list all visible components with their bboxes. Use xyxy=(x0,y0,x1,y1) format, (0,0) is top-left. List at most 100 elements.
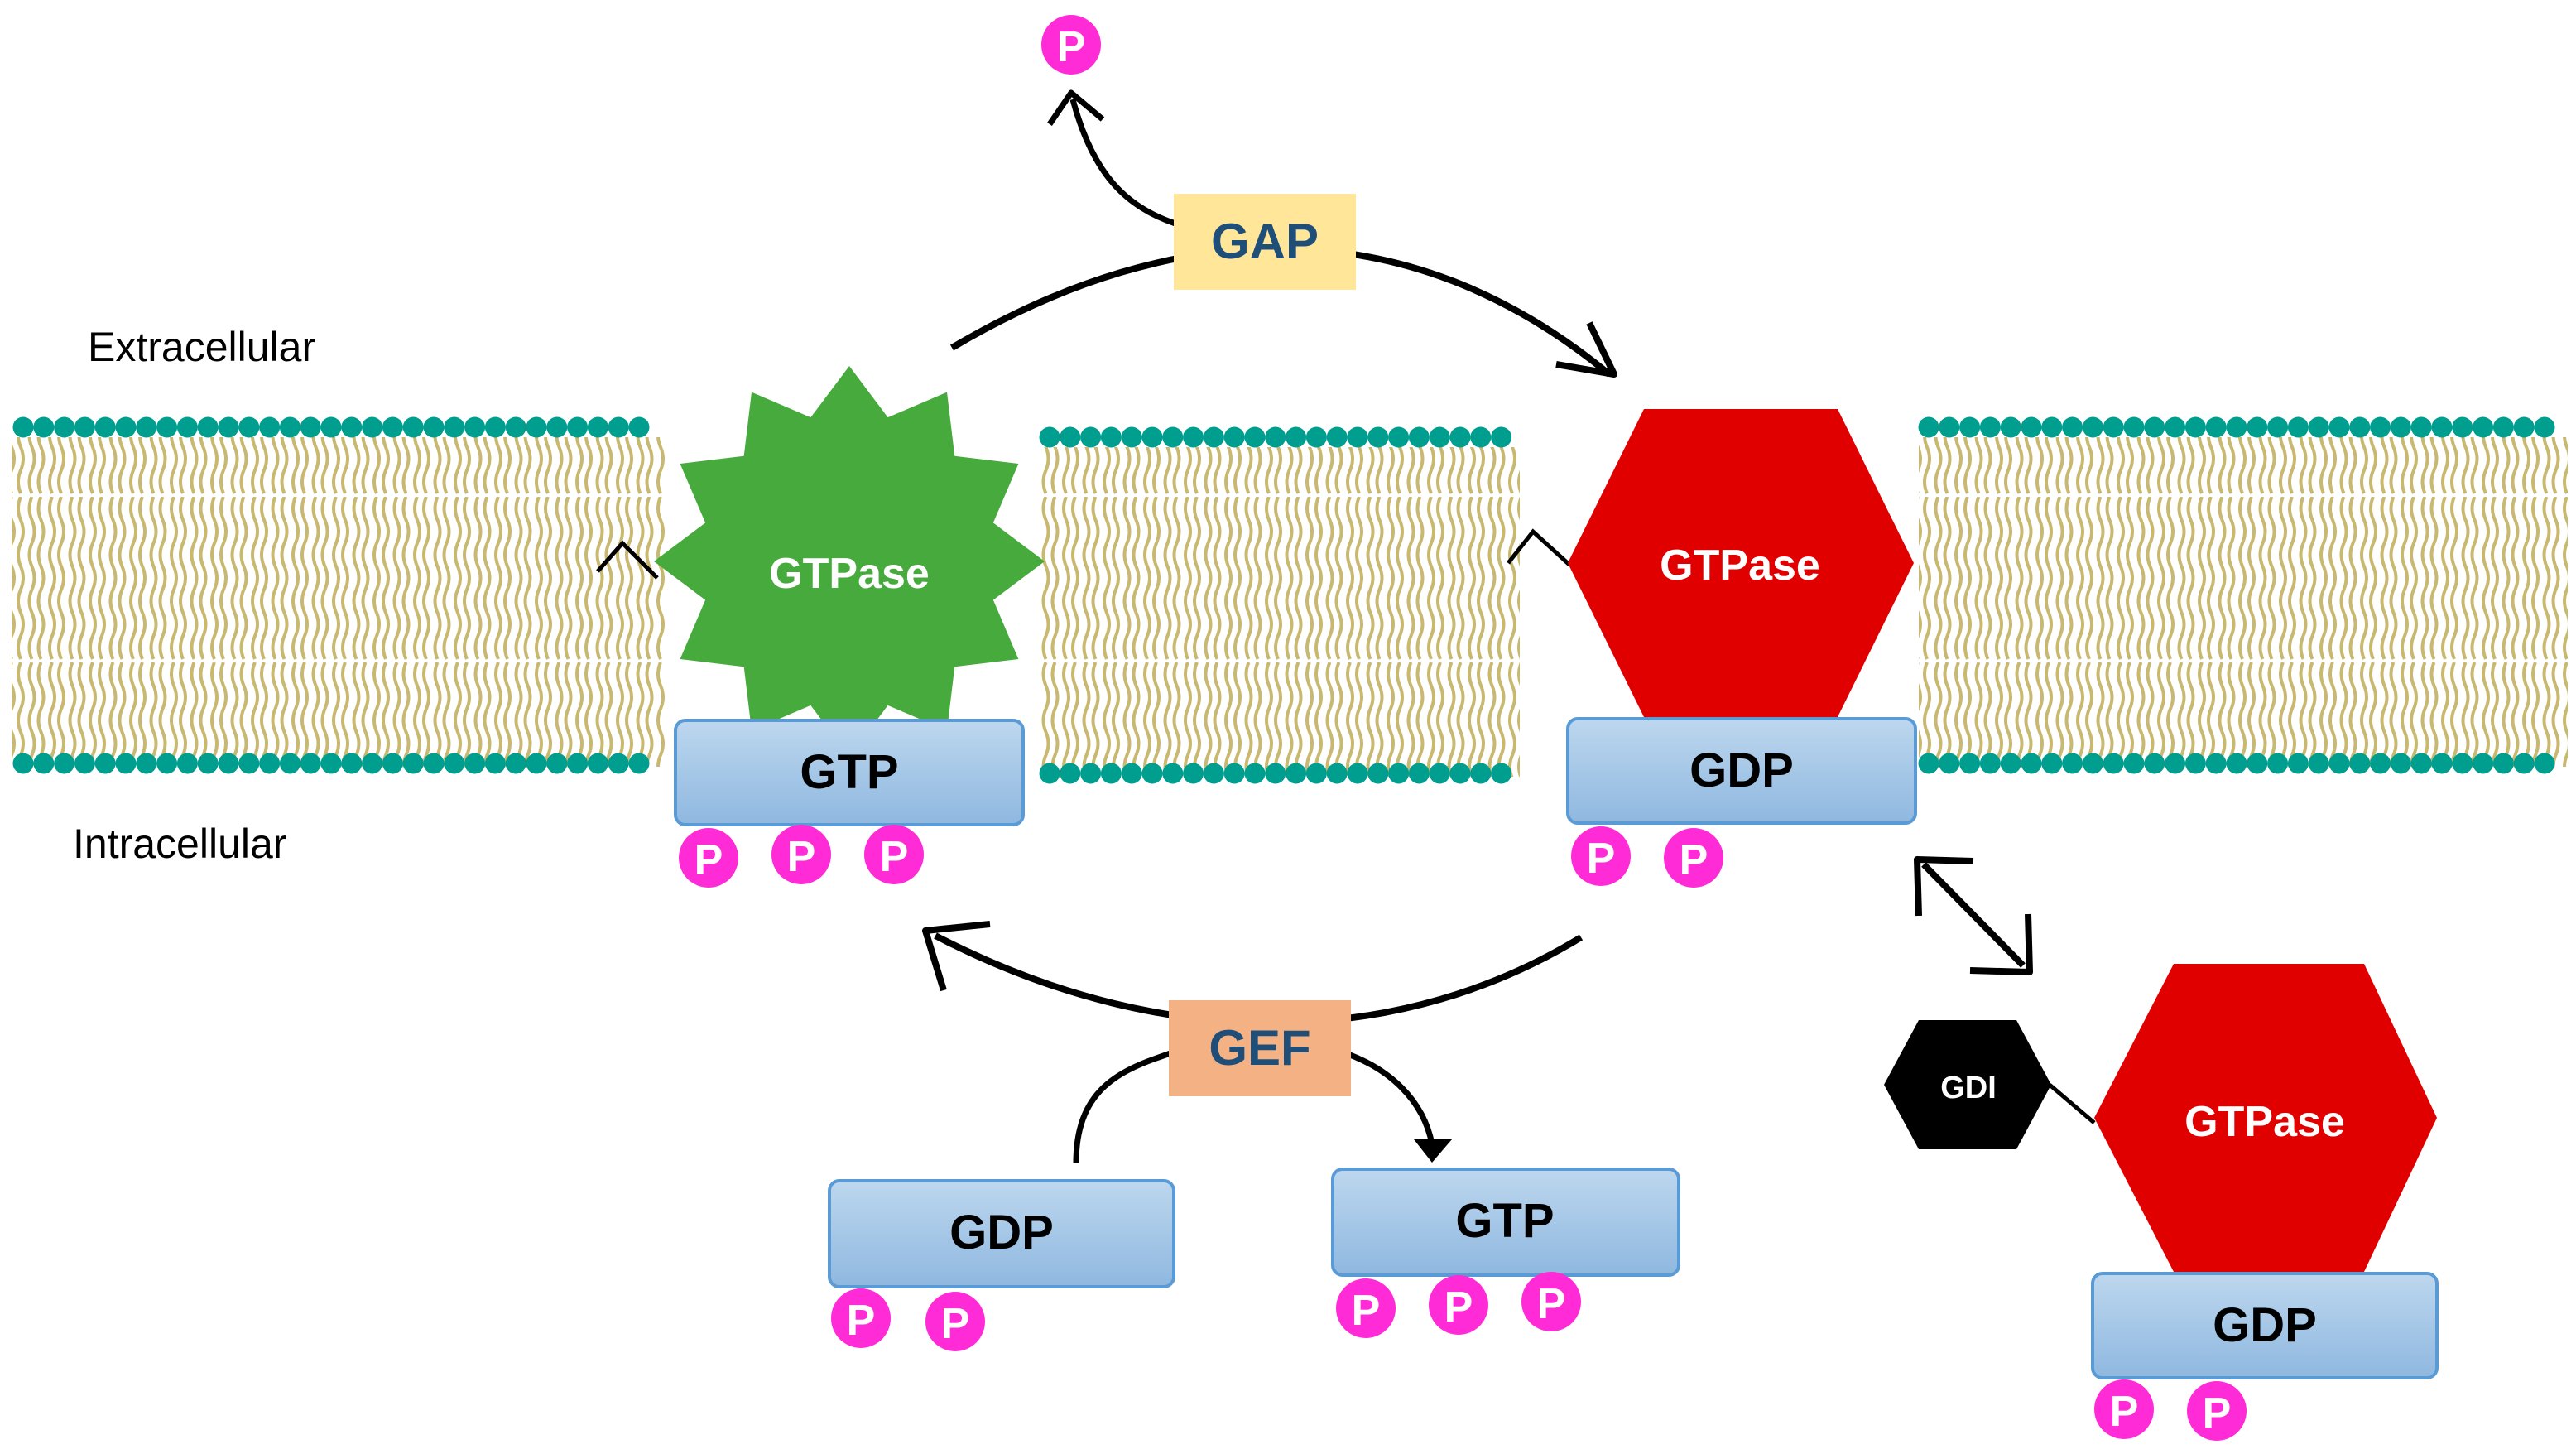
lipid-head xyxy=(362,416,383,438)
lipid-head xyxy=(197,753,219,774)
gef-label: GEF xyxy=(1209,1020,1310,1076)
lipid-head xyxy=(1060,763,1081,784)
lipid-head xyxy=(2452,416,2473,438)
gdi-complex: GDI GTPase GDP P P xyxy=(1884,964,2439,1441)
lipid-head xyxy=(54,753,75,774)
phosphate: P xyxy=(679,828,738,888)
extracellular-label: Extracellular xyxy=(88,324,315,370)
lipid-heads-bottom xyxy=(12,753,650,774)
phosphate-release-arrow-head xyxy=(1047,89,1105,126)
phosphate: P xyxy=(1664,828,1723,888)
svg-text:P: P xyxy=(2110,1388,2139,1436)
gdi-exchange-arrow xyxy=(1921,862,2026,968)
lipid-head xyxy=(115,753,137,774)
lipid-head xyxy=(2308,416,2329,438)
lipid-head xyxy=(1326,763,1348,784)
lipid-head xyxy=(33,416,55,438)
lipid-head xyxy=(2144,416,2165,438)
gtpase-inactive: GTPase GDP xyxy=(1566,409,1917,825)
lipid-head xyxy=(2349,416,2371,438)
lipid-head xyxy=(259,753,281,774)
intracellular-label: Intracellular xyxy=(73,821,286,867)
lipid-heads-bottom xyxy=(1039,763,1512,784)
lipid-head xyxy=(2534,416,2555,438)
lipid-head xyxy=(1388,426,1410,448)
lipid-head xyxy=(1121,426,1142,448)
lipid-head xyxy=(1223,763,1245,784)
lipid-head xyxy=(382,416,403,438)
phosphate: P xyxy=(1521,1272,1581,1331)
phosphates-inactive: P P xyxy=(1571,826,1723,888)
lipid-head xyxy=(2165,753,2186,774)
lipid-heads-top xyxy=(1039,426,1512,448)
phosphate: P xyxy=(831,1288,891,1348)
gdi-label: GDI xyxy=(1940,1071,1997,1105)
svg-text:P: P xyxy=(694,836,723,884)
lipid-head xyxy=(197,416,219,438)
lipid-head xyxy=(2431,753,2453,774)
lipid-head xyxy=(1449,763,1471,784)
lipid-head xyxy=(1429,763,1450,784)
lipid-head xyxy=(2287,416,2309,438)
lipid-head xyxy=(567,753,589,774)
gtpase-active-label: GTPase xyxy=(769,550,930,598)
phosphate: P xyxy=(771,825,831,884)
lipid-head xyxy=(2410,416,2432,438)
lipid-head xyxy=(362,753,383,774)
lipid-head xyxy=(2021,753,2042,774)
lipid-head xyxy=(12,416,34,438)
lipid-head xyxy=(608,416,629,438)
lipid-head xyxy=(2021,416,2042,438)
gap-box: GAP xyxy=(1174,194,1356,290)
lipid-head xyxy=(1979,753,2001,774)
lipid-head xyxy=(526,753,547,774)
lipid-head xyxy=(1162,763,1184,784)
lipid-head xyxy=(1265,763,1286,784)
lipid-head xyxy=(1347,426,1368,448)
lipid-head xyxy=(33,753,55,774)
lipid-head xyxy=(2390,753,2411,774)
svg-text:P: P xyxy=(880,833,909,881)
gtp-uptake-arrow-head xyxy=(1414,1139,1452,1163)
lipid-head xyxy=(546,753,568,774)
lipid-head xyxy=(115,416,137,438)
lipid-head xyxy=(2492,416,2514,438)
lipid-head xyxy=(300,753,321,774)
lipid-head xyxy=(2513,416,2535,438)
lipid-head xyxy=(1470,426,1492,448)
lipid-head xyxy=(136,416,157,438)
gdp-free-label: GDP xyxy=(949,1206,1054,1259)
phosphates-active: P P P xyxy=(679,825,924,888)
gtp-free-label: GTP xyxy=(1455,1194,1554,1248)
lipid-head xyxy=(1305,426,1327,448)
lipid-head xyxy=(341,416,363,438)
lipid-head xyxy=(279,753,300,774)
lipid-head xyxy=(1141,763,1163,784)
lipid-head xyxy=(74,416,95,438)
lipid-head xyxy=(54,416,75,438)
lipid-head xyxy=(423,416,445,438)
lipid-head xyxy=(1939,416,1960,438)
svg-text:P: P xyxy=(787,833,816,881)
phosphate: P xyxy=(2094,1379,2154,1439)
lipid-head xyxy=(2534,753,2555,774)
lipid-head xyxy=(2041,416,2063,438)
lipid-head xyxy=(2349,753,2371,774)
gtp-bound-label: GTP xyxy=(800,745,898,799)
gef-arrow-head xyxy=(922,921,991,992)
lipid-head xyxy=(1408,426,1430,448)
lipid-head xyxy=(1491,426,1512,448)
lipid-head xyxy=(1203,763,1224,784)
lipid-head xyxy=(2287,753,2309,774)
svg-text:P: P xyxy=(1587,835,1616,883)
lipid-head xyxy=(12,753,34,774)
gtpase-active: GTPase GTP xyxy=(654,366,1045,826)
lipid-head xyxy=(238,753,260,774)
lipid-head xyxy=(320,753,342,774)
lipid-head xyxy=(2247,753,2268,774)
membrane-segment-right xyxy=(1918,416,2568,774)
gdp-box-free xyxy=(828,1179,1175,1288)
lipid-head xyxy=(484,753,506,774)
lipid-head xyxy=(156,416,178,438)
